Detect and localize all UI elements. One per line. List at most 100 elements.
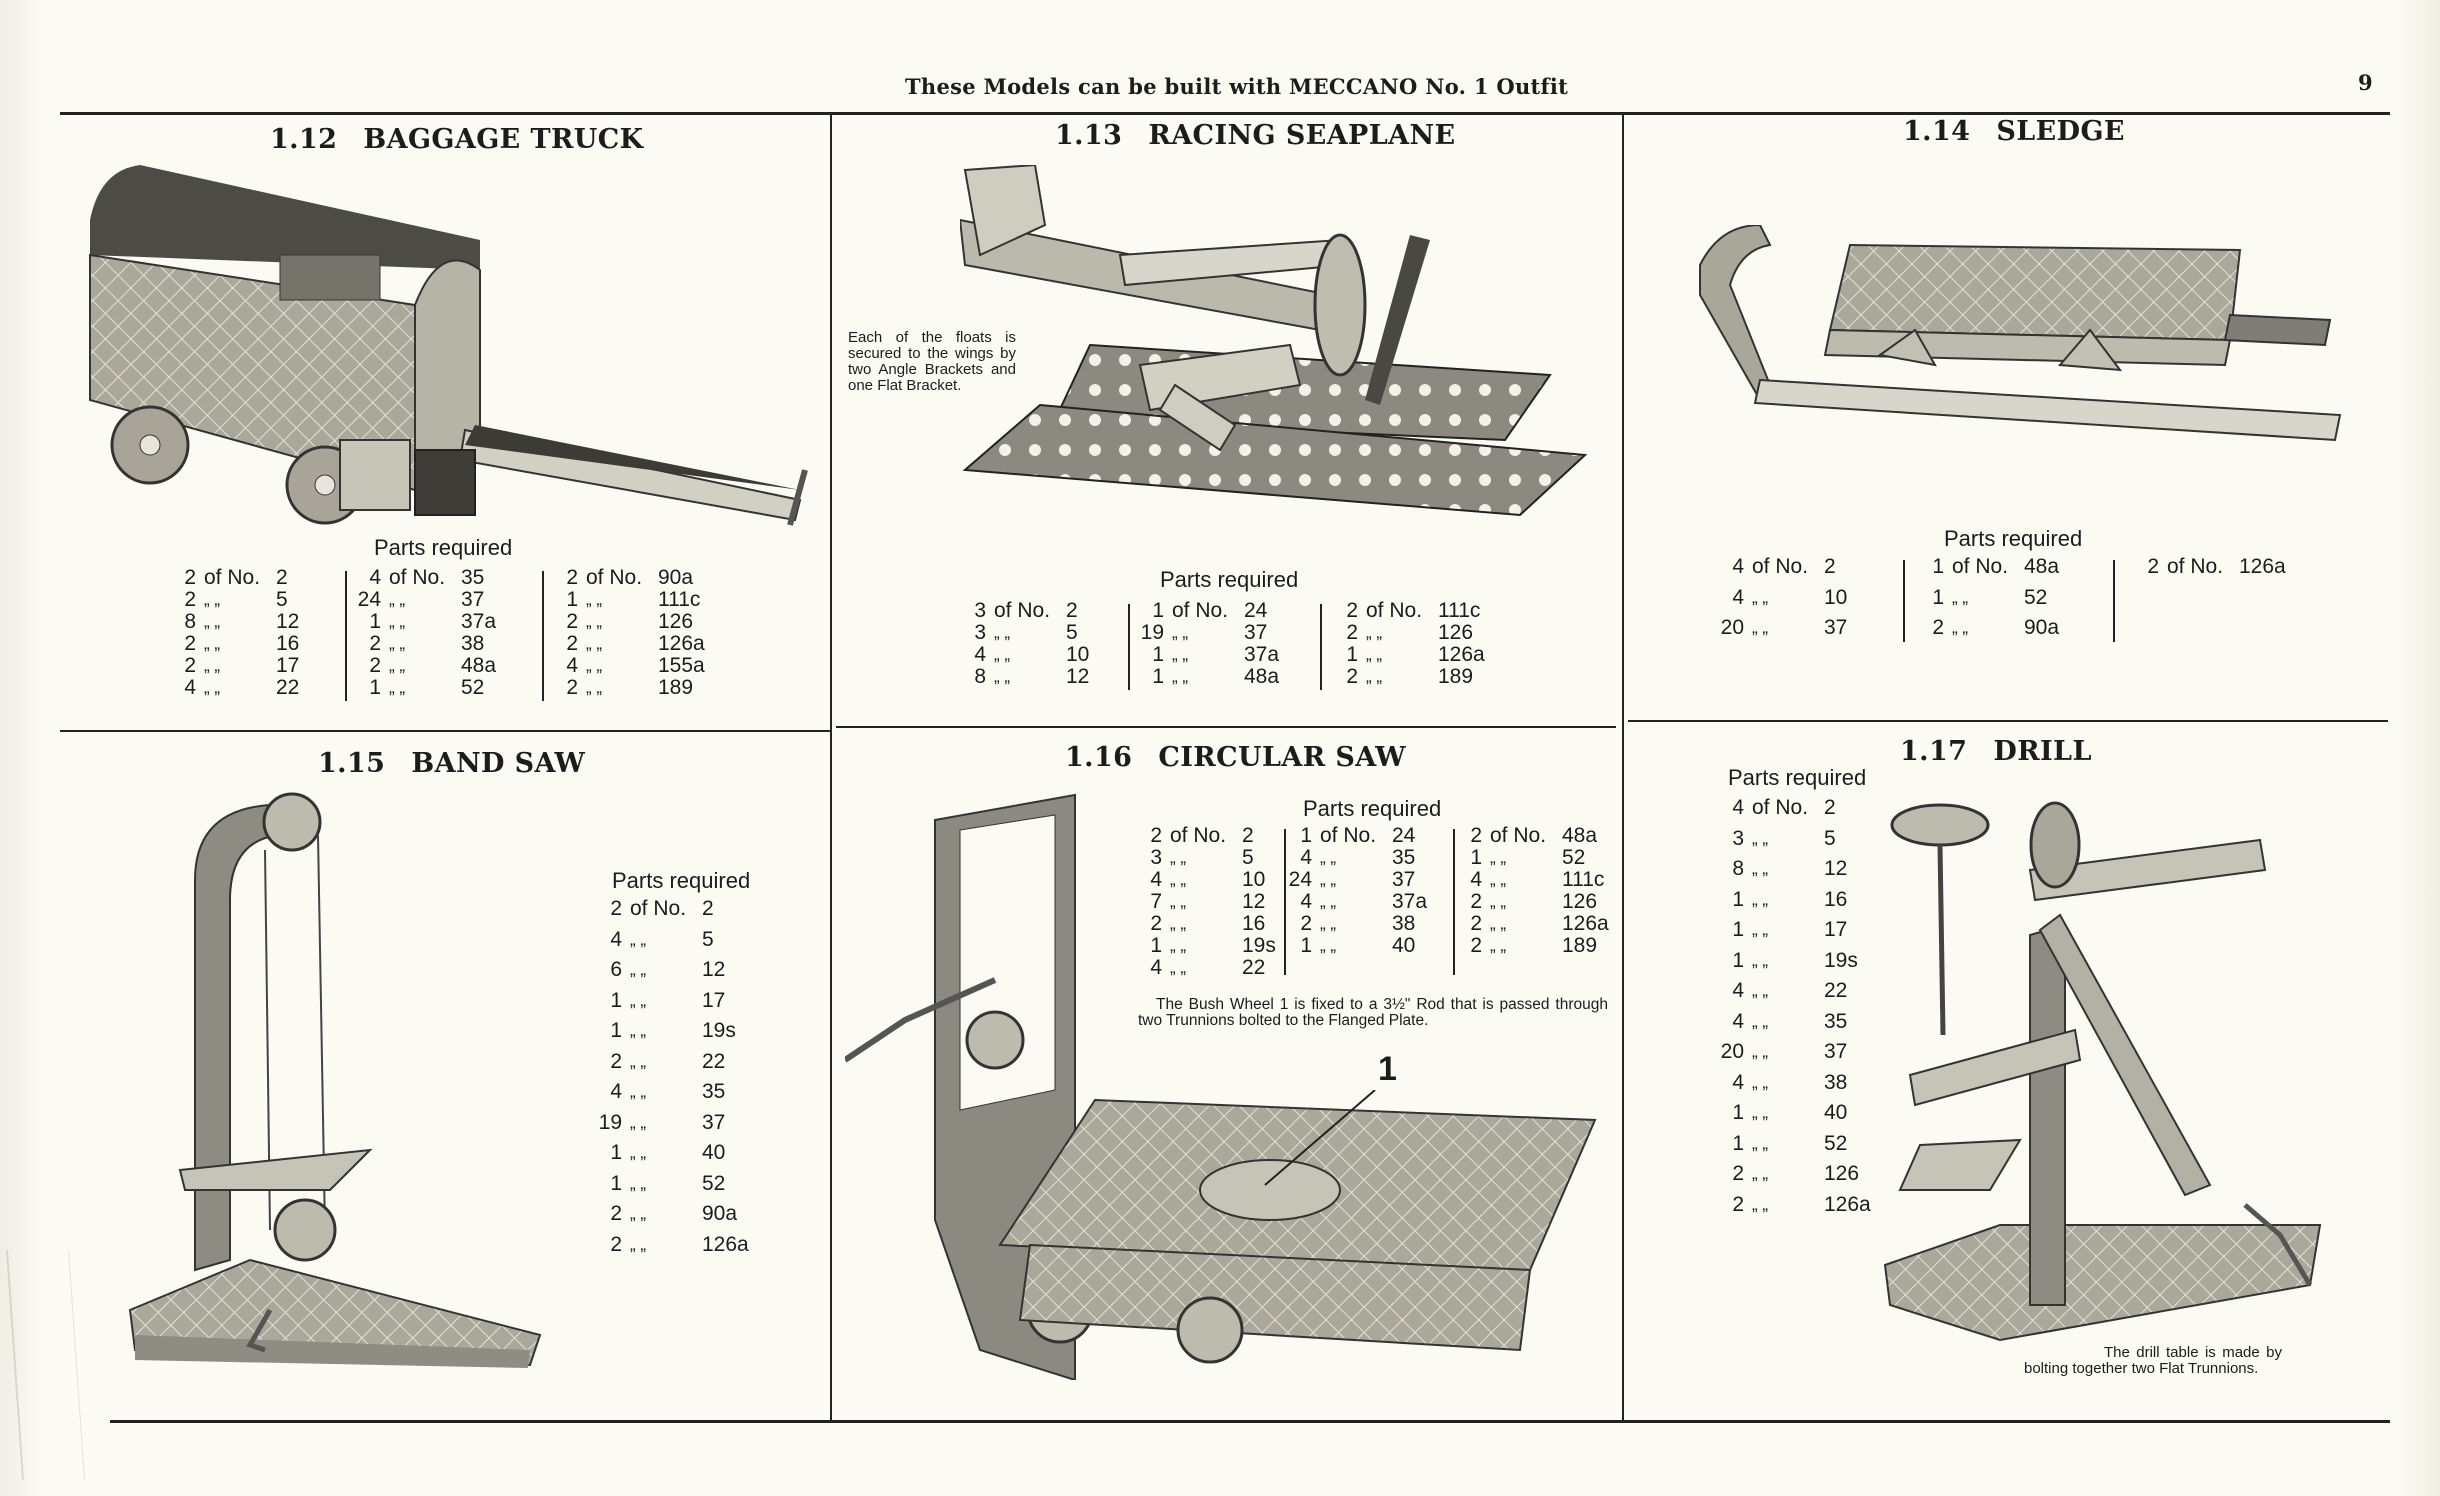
part-number: 22 <box>1242 956 1266 979</box>
circular-saw-upper-pulley <box>965 1010 1025 1070</box>
part-quantity: 2 <box>1470 934 1482 957</box>
part-quantity: 4 <box>1732 585 1744 609</box>
parts-row: 2„ „126 <box>1456 891 1612 913</box>
part-number: 48a <box>461 654 497 677</box>
part-number: 38 <box>461 632 485 655</box>
part-quantity: 2 <box>610 1202 622 1225</box>
part-number: 10 <box>1242 868 1266 891</box>
column-divider-2 <box>1622 113 1624 1421</box>
ditto-marks: „ „ <box>1172 667 1189 686</box>
parts-row: 3„ „5 <box>1136 847 1292 869</box>
of-no-label: of No. <box>389 566 446 589</box>
part-number: 126a <box>2239 555 2286 578</box>
ditto-marks: „ „ <box>630 1082 647 1101</box>
part-number: 126a <box>658 632 705 655</box>
part-quantity: 2 <box>566 676 578 699</box>
ditto-marks: „ „ <box>389 656 406 675</box>
part-quantity: 2 <box>1470 912 1482 935</box>
of-no-label: of No. <box>2167 555 2224 578</box>
parts-row: 2„ „189 <box>1332 666 1488 688</box>
drill-top-arm <box>2028 838 2267 902</box>
ditto-marks: „ „ <box>204 590 221 609</box>
part-quantity: 4 <box>1150 956 1162 979</box>
ditto-marks: „ „ <box>1170 848 1187 867</box>
part-number: 37 <box>1244 621 1268 644</box>
ditto-marks: „ „ <box>1752 1011 1769 1031</box>
parts-row: 2„ „38 <box>1286 913 1442 935</box>
ditto-marks: „ „ <box>1752 1133 1769 1153</box>
model-name: RACING SEAPLANE <box>1148 120 1456 151</box>
model-name: CIRCULAR SAW <box>1158 742 1406 773</box>
ditto-marks: „ „ <box>1752 587 1769 607</box>
seaplane-propeller-blade <box>1365 235 1430 405</box>
part-number: 38 <box>1824 1070 1848 1094</box>
of-no-label: of No. <box>1366 599 1423 622</box>
callout-leader-line <box>1264 1090 1376 1186</box>
part-quantity: 1 <box>1152 665 1164 688</box>
part-number: 126a <box>1562 912 1609 935</box>
part-number: 126 <box>1438 621 1474 644</box>
part-number: 10 <box>1824 585 1848 609</box>
sledge-bracket <box>1877 328 1937 367</box>
parts-column-separator <box>1128 604 1130 690</box>
ditto-marks: „ „ <box>630 990 647 1010</box>
parts-row: 8„ „12 <box>960 666 1116 688</box>
part-quantity: 1 <box>1150 934 1162 957</box>
part-quantity: 8 <box>974 665 986 688</box>
part-quantity: 1 <box>1152 643 1164 666</box>
part-quantity: 4 <box>184 676 196 699</box>
ditto-marks: „ „ <box>1490 848 1507 867</box>
part-number: 19s <box>702 1019 736 1042</box>
part-number: 35 <box>1392 846 1416 869</box>
parts-row: 2„ „126 <box>1332 622 1488 644</box>
part-quantity: 2 <box>566 610 578 633</box>
parts-row: 8„ „12 <box>1718 858 1874 889</box>
part-number: 19s <box>1242 934 1276 957</box>
parts-row: 4 „ „ 10 <box>1718 585 1874 618</box>
ditto-marks: „ „ <box>1752 1164 1769 1183</box>
ditto-marks: „ „ <box>1952 618 1969 637</box>
part-number: 35 <box>702 1080 726 1103</box>
parts-row: 1„ „40 <box>1718 1102 1874 1133</box>
part-number: 126 <box>1562 890 1598 913</box>
part-quantity: 2 <box>1932 616 1944 639</box>
parts-row: 2„ „38 <box>355 633 511 655</box>
ditto-marks: „ „ <box>630 1021 647 1040</box>
drill-middle-arm <box>1908 1028 2082 1107</box>
part-quantity: 19 <box>598 1110 622 1134</box>
parts-column-separator <box>1453 829 1455 975</box>
part-number: 40 <box>1392 934 1416 957</box>
parts-row: 4„ „22 <box>170 677 326 699</box>
part-quantity: 1 <box>1300 934 1312 957</box>
part-quantity: 2 <box>1470 824 1482 847</box>
part-number: 5 <box>1242 846 1254 869</box>
part-number: 111c <box>1562 868 1605 891</box>
part-quantity: 2 <box>566 566 578 589</box>
band-saw-upper-pulley <box>262 792 322 852</box>
part-quantity: 2 <box>1346 665 1358 688</box>
part-number: 48a <box>2024 555 2060 578</box>
model-number: 1.16 <box>1065 742 1133 773</box>
parts-required-heading: Parts required <box>374 535 513 560</box>
part-quantity: 2 <box>184 632 196 655</box>
band-saw-crank-handle <box>246 1308 273 1353</box>
drill-top-pulley <box>1890 803 1990 847</box>
ditto-marks: „ „ <box>389 678 406 697</box>
part-number: 37 <box>1824 1040 1848 1063</box>
drill-side-pulley <box>2029 801 2081 889</box>
part-number: 2 <box>1824 555 1836 578</box>
part-quantity: 4 <box>1732 1009 1744 1033</box>
part-number: 126a <box>1438 643 1485 666</box>
ditto-marks: „ „ <box>630 1173 647 1193</box>
parts-row: 7„ „12 <box>1136 891 1292 913</box>
parts-row: 1„ „52 <box>1718 1132 1874 1164</box>
ditto-marks: „ „ <box>994 645 1011 664</box>
towbar-underside <box>465 425 800 490</box>
part-quantity: 1 <box>1732 1101 1744 1124</box>
parts-row: 1„ „126a <box>1332 644 1488 666</box>
